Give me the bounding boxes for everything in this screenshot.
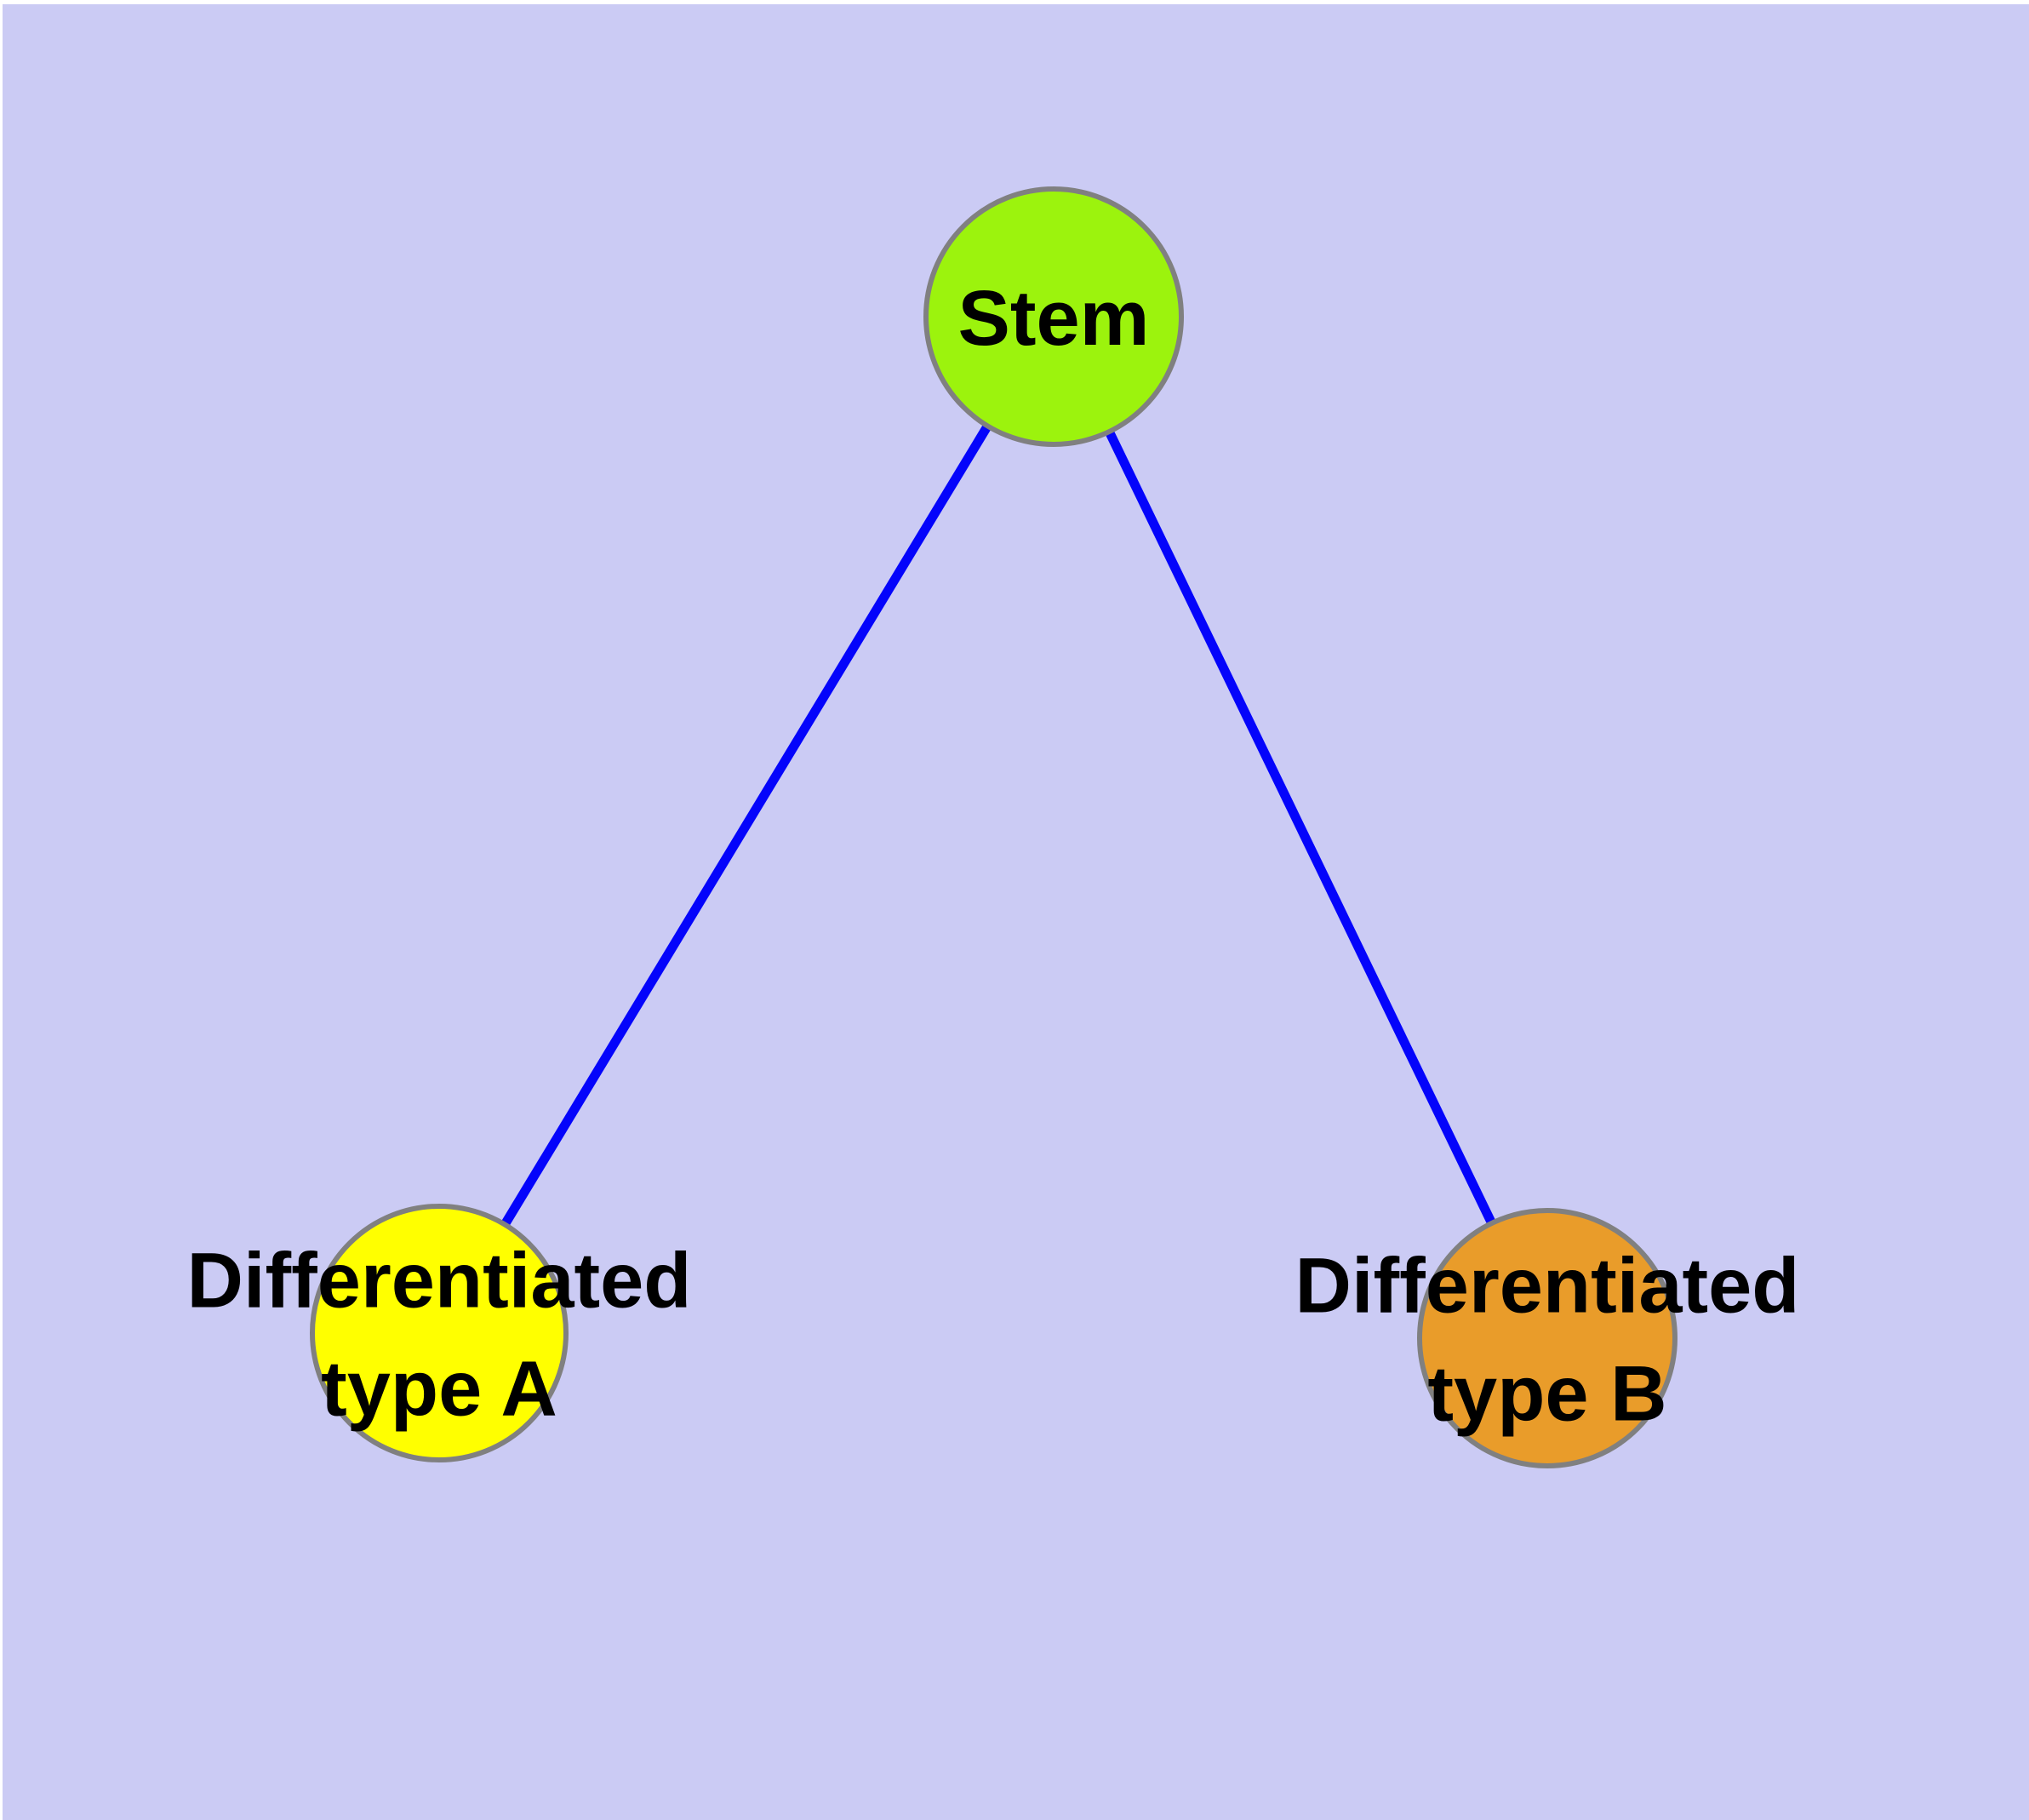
node-stem bbox=[923, 186, 1184, 447]
node-label-line: Differentiated bbox=[187, 1238, 692, 1325]
node-label-type-b: Differentiated type B bbox=[1295, 1243, 1800, 1438]
edge-stem-type-a bbox=[435, 314, 1058, 1336]
node-label-line: Stem bbox=[958, 275, 1150, 362]
node-type-a bbox=[310, 1204, 569, 1462]
node-label-stem: Stem bbox=[958, 275, 1150, 362]
node-label-line: type B bbox=[1427, 1351, 1666, 1438]
node-label-line: type A bbox=[321, 1346, 557, 1433]
nodes-layer bbox=[310, 186, 1677, 1468]
node-type-b bbox=[1417, 1208, 1677, 1468]
edge-stem-type-b bbox=[1049, 314, 1552, 1341]
node-label-line: Differentiated bbox=[1295, 1243, 1800, 1330]
edges-layer bbox=[435, 314, 1552, 1341]
node-label-type-a: Differentiated type A bbox=[187, 1238, 692, 1433]
